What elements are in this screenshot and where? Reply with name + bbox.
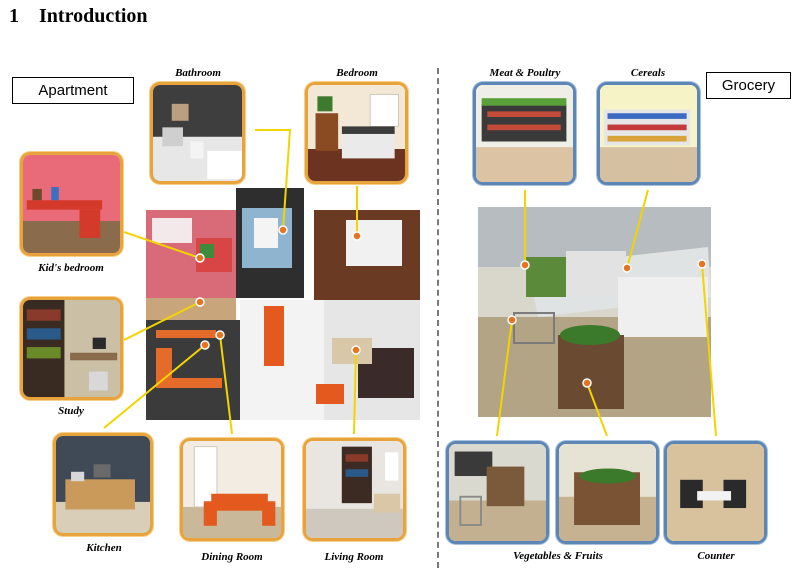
section-heading: 1 Introduction — [9, 5, 148, 28]
caption-bathroom: Bathroom — [175, 67, 221, 79]
vegetables-render-1 — [446, 441, 549, 544]
caption-kids-bedroom: Kid's bedroom — [38, 262, 104, 274]
grocery-overview — [478, 207, 711, 417]
caption-study: Study — [58, 405, 84, 417]
study-render — [20, 297, 123, 400]
living-room-render — [303, 438, 406, 541]
caption-meat-poultry: Meat & Poultry — [489, 67, 561, 79]
counter-render — [664, 441, 767, 544]
section-title: Introduction — [39, 5, 148, 27]
section-number: 1 — [9, 5, 19, 27]
apartment-floor-plan — [146, 188, 420, 420]
grocery-label: Grocery — [706, 72, 791, 99]
meat-poultry-render — [473, 82, 576, 185]
dining-room-render — [180, 438, 284, 541]
kitchen-render — [53, 433, 153, 536]
caption-bedroom: Bedroom — [336, 67, 378, 79]
caption-kitchen: Kitchen — [86, 542, 122, 554]
bedroom-render — [305, 82, 408, 184]
caption-dining-room: Dining Room — [201, 551, 263, 563]
cereals-render — [597, 82, 700, 185]
caption-counter: Counter — [697, 550, 735, 562]
caption-vegetables-fruits: Vegetables & Fruits — [513, 550, 603, 562]
caption-cereals: Cereals — [630, 67, 666, 79]
bathroom-render — [150, 82, 245, 184]
panel-divider — [437, 68, 439, 568]
apartment-label: Apartment — [12, 77, 134, 104]
caption-living-room: Living Room — [324, 551, 384, 563]
vegetables-render-2 — [556, 441, 659, 544]
kids-bedroom-render — [20, 152, 123, 256]
